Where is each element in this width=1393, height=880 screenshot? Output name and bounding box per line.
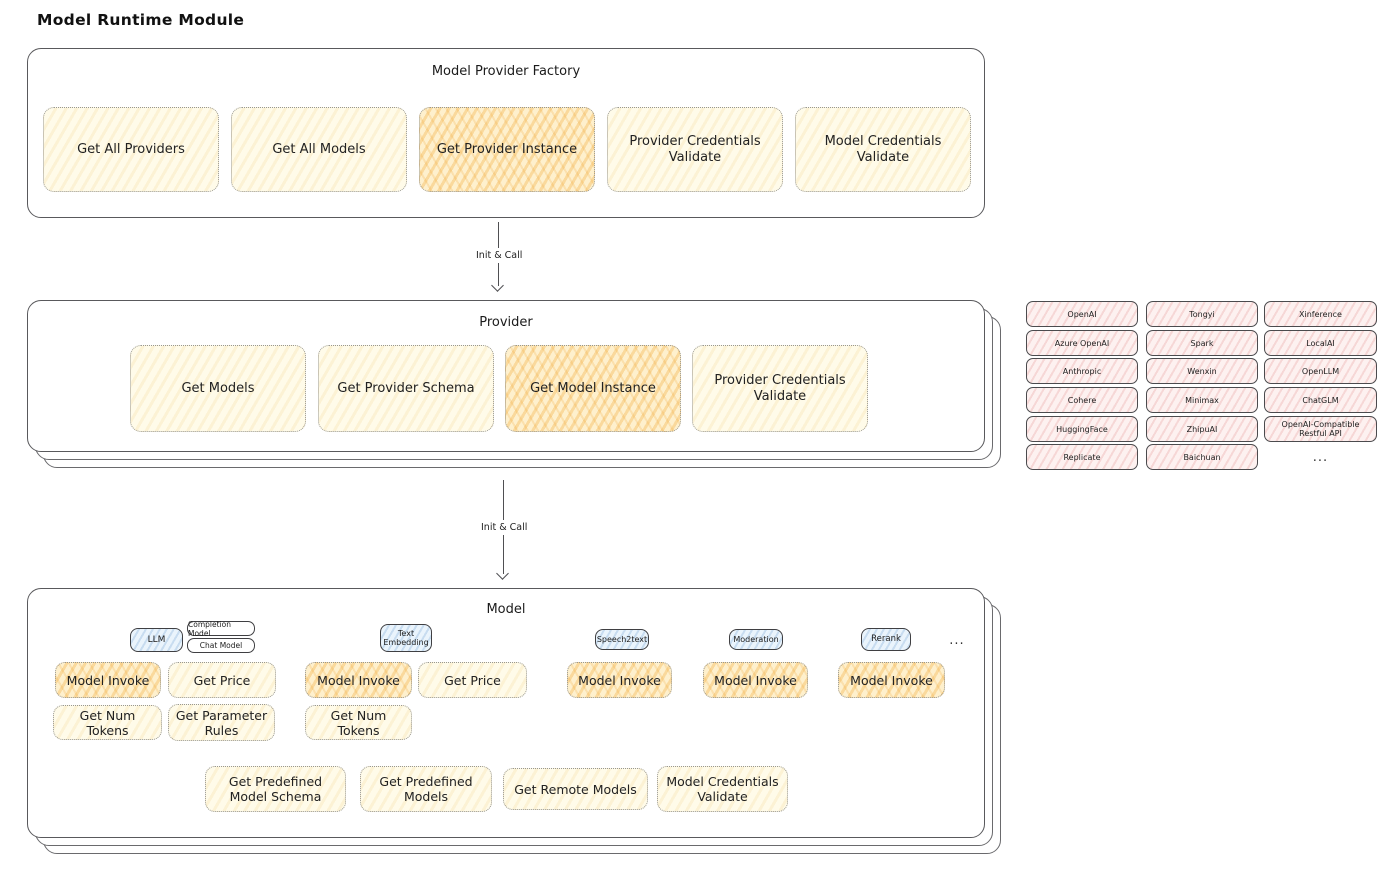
op-provider-credentials-validate: Provider Credentials Validate — [607, 107, 783, 192]
op-get-price-llm: Get Price — [168, 662, 276, 698]
tab-text-embedding: Text Embedding — [380, 624, 432, 652]
op-get-predefined-models: Get Predefined Models — [360, 766, 492, 812]
arrow-label-init-call-2: Init & Call — [477, 520, 532, 535]
op-get-num-tokens-llm: Get Num Tokens — [53, 705, 162, 740]
model-title: Model — [486, 602, 526, 617]
op-get-all-providers: Get All Providers — [43, 107, 219, 192]
provider-title: Provider — [479, 315, 533, 330]
arrow-head-icon — [491, 279, 504, 292]
op-get-provider-schema: Get Provider Schema — [318, 345, 494, 432]
op-get-predefined-model-schema: Get Predefined Model Schema — [205, 766, 346, 812]
provider-chip-anthropic: Anthropic — [1026, 358, 1138, 384]
provider-chip-azure-openai: Azure OpenAI — [1026, 330, 1138, 356]
op-get-model-instance: Get Model Instance — [505, 345, 681, 432]
arrow-head-icon — [496, 567, 509, 580]
tab-llm: LLM — [130, 628, 183, 652]
tab-moderation: Moderation — [729, 629, 783, 650]
provider-chip-replicate: Replicate — [1026, 444, 1138, 470]
op-get-parameter-rules: Get Parameter Rules — [168, 704, 275, 741]
tab-chat-model: Chat Model — [187, 638, 255, 653]
provider-list-more-ellipsis: ... — [1312, 449, 1329, 465]
op-provider-credentials-validate-2: Provider Credentials Validate — [692, 345, 868, 432]
provider-chip-chatglm: ChatGLM — [1264, 387, 1377, 413]
tab-rerank: Rerank — [861, 628, 911, 651]
provider-chip-localai: LocalAI — [1264, 330, 1377, 356]
provider-chip-wenxin: Wenxin — [1146, 358, 1258, 384]
factory-title: Model Provider Factory — [431, 64, 581, 79]
op-get-remote-models: Get Remote Models — [503, 768, 648, 810]
op-get-num-tokens-text-embedding: Get Num Tokens — [305, 705, 412, 740]
page-title: Model Runtime Module — [37, 11, 245, 29]
op-model-invoke-text-embedding: Model Invoke — [305, 662, 412, 698]
tab-speech2text: Speech2text — [595, 629, 649, 650]
op-model-invoke-speech2text: Model Invoke — [567, 662, 672, 698]
provider-chip-spark: Spark — [1146, 330, 1258, 356]
op-model-invoke-rerank: Model Invoke — [838, 662, 945, 698]
provider-chip-openai: OpenAI — [1026, 301, 1138, 327]
model-tabs-more-ellipsis: ... — [949, 632, 965, 648]
op-get-provider-instance: Get Provider Instance — [419, 107, 595, 192]
op-model-credentials-validate-2: Model Credentials Validate — [657, 766, 788, 812]
provider-chip-openllm: OpenLLM — [1264, 358, 1377, 384]
provider-chip-tongyi: Tongyi — [1146, 301, 1258, 327]
provider-chip-openai-compatible: OpenAI-Compatible Restful API — [1264, 416, 1377, 442]
arrow-label-init-call-1: Init & Call — [472, 248, 527, 263]
op-model-credentials-validate: Model Credentials Validate — [795, 107, 971, 192]
provider-chip-minimax: Minimax — [1146, 387, 1258, 413]
op-get-all-models: Get All Models — [231, 107, 407, 192]
provider-chip-xinference: Xinference — [1264, 301, 1377, 327]
provider-chip-zhipuai: ZhipuAI — [1146, 416, 1258, 442]
tab-completion-model: Completion Model — [187, 620, 255, 638]
op-get-price-text-embedding: Get Price — [418, 662, 527, 698]
op-model-invoke-moderation: Model Invoke — [703, 662, 808, 698]
provider-chip-huggingface: HuggingFace — [1026, 416, 1138, 442]
op-model-invoke-llm: Model Invoke — [55, 662, 161, 698]
provider-chip-baichuan: Baichuan — [1146, 444, 1258, 470]
provider-chip-cohere: Cohere — [1026, 387, 1138, 413]
op-get-models: Get Models — [130, 345, 306, 432]
